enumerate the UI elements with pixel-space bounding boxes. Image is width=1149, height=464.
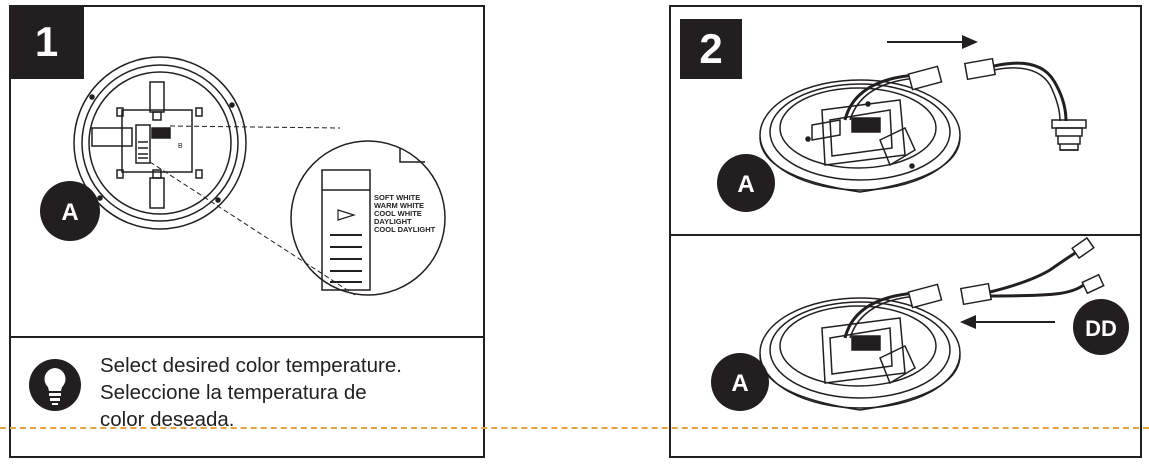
svg-text:B: B <box>178 143 183 150</box>
fixture-perspective-bottom <box>759 283 961 411</box>
socket-adapter <box>963 57 1087 151</box>
tip-line-1: Select desired color temperature. <box>100 354 402 377</box>
zoom-label-3: COOL WHITE <box>374 209 422 218</box>
step-1-instructions: Select desired color temperature. Selecc… <box>100 352 402 433</box>
tip-line-3: color deseada. <box>100 408 235 431</box>
zoom-label-1: SOFT WHITE <box>374 193 420 202</box>
step-2-divider <box>669 234 1142 236</box>
arrow-left-icon <box>960 315 1055 329</box>
lightbulb-icon <box>29 359 81 411</box>
fixture-top-view: B <box>73 56 247 230</box>
svg-text:A: A <box>61 199 78 226</box>
zoom-leader-lines <box>149 125 356 296</box>
step-1-tip-box <box>9 336 485 458</box>
step-2-badge: 2 <box>680 19 742 79</box>
svg-text:A: A <box>737 171 754 198</box>
tip-line-2: Seleccione la temperatura de <box>100 381 367 404</box>
svg-text:DD: DD <box>1085 316 1117 341</box>
color-temp-labels: SOFT WHITE WARM WHITE COOL WHITE DAYLIGH… <box>374 193 436 234</box>
zoom-label-4: DAYLIGHT <box>374 217 412 226</box>
arrow-right-icon <box>887 35 978 49</box>
wire-connector-dd <box>959 236 1105 306</box>
cut-line-divider <box>0 427 1149 429</box>
zoom-label-5: COOL DAYLIGHT <box>374 225 436 234</box>
callout-a-step1: A <box>40 181 100 241</box>
zoom-label-2: WARM WHITE <box>374 201 424 210</box>
step-1-badge: 1 <box>9 5 84 79</box>
zoom-detail-circle <box>290 140 446 296</box>
callout-dd: DD <box>1073 299 1129 355</box>
svg-text:A: A <box>731 370 748 397</box>
fixture-perspective-top <box>759 65 961 193</box>
callout-a-step2-top: A <box>717 154 775 212</box>
callout-a-step2-bottom: A <box>711 353 769 411</box>
